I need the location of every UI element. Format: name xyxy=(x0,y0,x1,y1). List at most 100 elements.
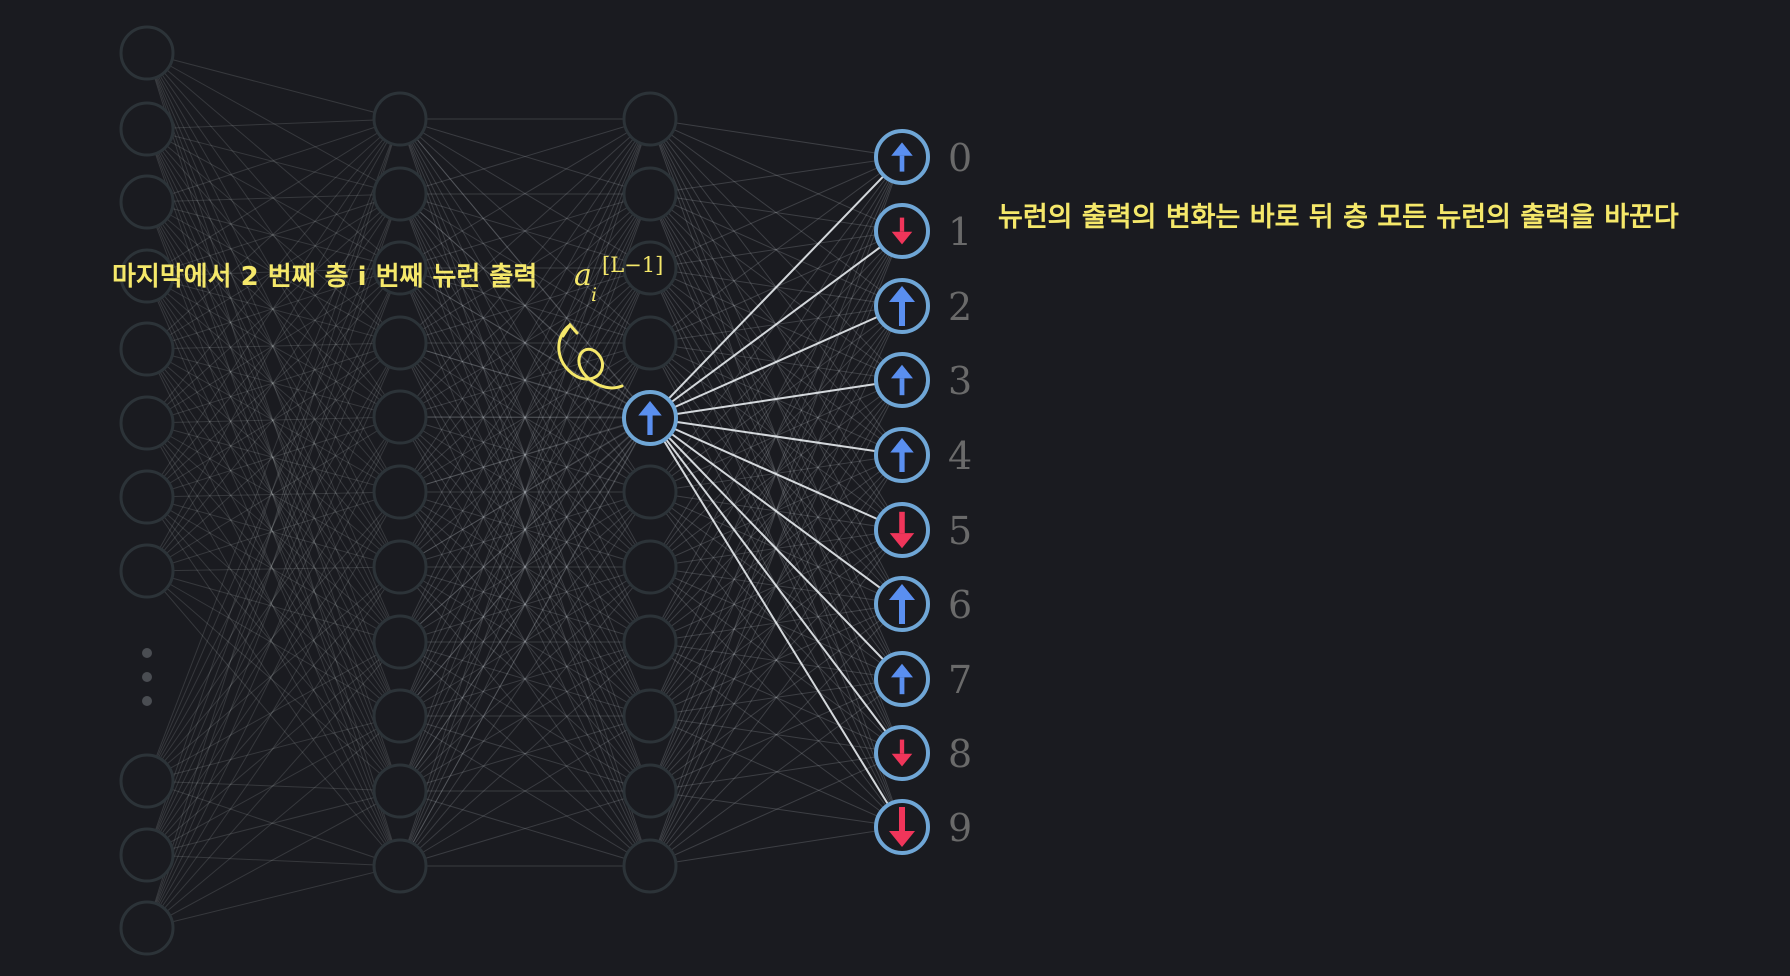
input-neuron xyxy=(119,543,175,599)
connection-line xyxy=(649,118,903,158)
connection-line xyxy=(649,193,903,307)
connection-line xyxy=(399,342,651,493)
connection-line xyxy=(399,193,651,643)
connection-line xyxy=(399,193,651,418)
connection-line xyxy=(399,566,651,643)
connection-line xyxy=(146,342,401,498)
connection-line xyxy=(146,201,401,568)
connection-line xyxy=(146,52,401,867)
connection-line xyxy=(399,566,651,792)
connection-line xyxy=(146,118,401,350)
connection-line xyxy=(399,193,651,344)
up-arrow-icon xyxy=(889,286,915,326)
connection-line xyxy=(649,529,903,867)
connection-line xyxy=(146,416,401,929)
connection-line xyxy=(399,193,651,493)
connection-line xyxy=(649,230,903,269)
down-arrow-icon xyxy=(891,217,913,245)
connection-line xyxy=(146,193,401,856)
input-neuron xyxy=(119,174,175,230)
connection-line xyxy=(399,267,651,418)
hidden-neuron xyxy=(372,763,428,819)
connection-line xyxy=(399,193,651,867)
connection-line xyxy=(399,118,651,344)
connection-line xyxy=(146,118,401,572)
connection-line xyxy=(399,416,651,643)
connection-line xyxy=(146,118,401,277)
connection-line xyxy=(399,566,651,643)
connection-line xyxy=(146,416,401,424)
connection-line xyxy=(399,118,651,717)
connection-line xyxy=(399,193,651,269)
connection-line xyxy=(146,348,401,418)
connection-line xyxy=(146,342,401,350)
connection-line xyxy=(649,156,903,195)
connection-line xyxy=(649,715,903,828)
connection-line xyxy=(399,193,651,418)
connection-line xyxy=(146,715,401,782)
connection-line xyxy=(399,267,651,418)
connection-line xyxy=(146,118,401,498)
connection-line xyxy=(399,267,651,792)
connection-line xyxy=(146,275,401,418)
input-neuron xyxy=(119,753,175,809)
connection-line xyxy=(399,267,651,643)
connection-line xyxy=(146,267,401,572)
connection-line xyxy=(146,193,401,350)
connection-line xyxy=(399,491,651,717)
connection-line xyxy=(146,416,401,782)
connection-line xyxy=(399,417,651,643)
connection-line xyxy=(399,641,651,792)
connection-line xyxy=(399,715,651,867)
connection-line xyxy=(399,491,651,792)
up-arrow-icon xyxy=(891,364,913,396)
connection-line xyxy=(399,193,651,792)
connection-line xyxy=(146,496,401,568)
output-digit-label: 6 xyxy=(948,583,972,627)
connection-line xyxy=(146,267,401,498)
connection-line xyxy=(399,491,651,717)
connection-line xyxy=(649,678,903,717)
input-neuron xyxy=(119,321,175,377)
connection-line xyxy=(399,715,651,867)
connection-line xyxy=(146,118,401,782)
connection-line xyxy=(399,416,651,867)
connection-line xyxy=(399,416,651,643)
connection-line xyxy=(146,128,401,568)
connection-line xyxy=(146,201,401,867)
connection-line xyxy=(146,193,401,498)
connection-line xyxy=(399,342,651,792)
connection-line xyxy=(146,275,401,568)
output-digit-label: 9 xyxy=(948,806,972,850)
connection-line xyxy=(399,193,651,643)
connection-line xyxy=(146,201,401,493)
connection-line xyxy=(146,52,401,493)
connection-line xyxy=(399,118,651,867)
hidden-neuron xyxy=(372,389,428,445)
hidden-neuron xyxy=(622,464,678,520)
input-neuron xyxy=(119,469,175,525)
highlighted-connection-line xyxy=(649,417,903,605)
connection-line xyxy=(146,128,401,717)
connection-line xyxy=(146,128,401,643)
connection-line xyxy=(649,566,903,754)
connection-line xyxy=(399,342,651,643)
activation-base: a xyxy=(574,258,592,293)
connection-line xyxy=(146,128,401,418)
connection-line xyxy=(399,491,651,568)
down-arrow-icon xyxy=(889,807,915,847)
connection-line xyxy=(146,422,401,717)
connection-line xyxy=(146,201,401,792)
connection-line xyxy=(399,416,651,717)
connection-line xyxy=(146,52,401,195)
connection-line xyxy=(146,570,401,643)
connection-line xyxy=(146,267,401,277)
connection-line xyxy=(146,52,401,568)
connection-line xyxy=(399,342,651,568)
connection-line xyxy=(399,193,651,493)
connection-line xyxy=(146,348,401,643)
connection-line xyxy=(649,566,903,828)
connection-line xyxy=(146,128,401,493)
input-neuron xyxy=(119,25,175,81)
